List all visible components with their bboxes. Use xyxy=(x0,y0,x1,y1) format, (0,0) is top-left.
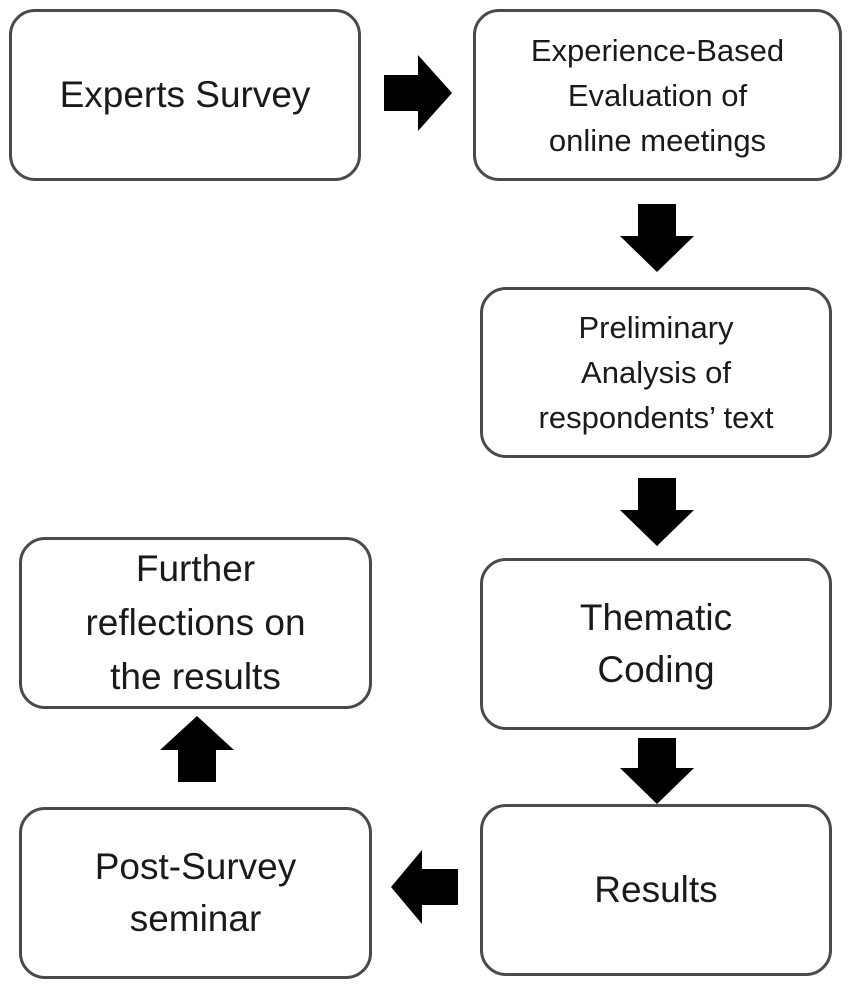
step-thematic-coding: Thematic Coding xyxy=(480,558,832,730)
step-further-reflections: Further reflections on the results xyxy=(19,537,372,709)
step-thematic-coding-label: Thematic Coding xyxy=(579,597,733,690)
step-results-label: Results xyxy=(594,869,718,910)
step-experts-survey: Experts Survey xyxy=(9,9,361,181)
step-further-reflections-label: Further reflections on the results xyxy=(85,548,306,697)
step-preliminary-analysis: Preliminary Analysis of respondents’ tex… xyxy=(480,287,832,458)
step-post-survey-seminar: Post-Survey seminar xyxy=(19,807,372,979)
step-experience-based-evaluation-label: Experience-Based Evaluation of online me… xyxy=(530,32,785,158)
arrow-down-icon xyxy=(620,204,694,272)
step-preliminary-analysis-label: Preliminary Analysis of respondents’ tex… xyxy=(538,310,774,435)
step-post-survey-seminar-label: Post-Survey seminar xyxy=(94,846,297,939)
arrow-down-icon xyxy=(620,738,694,804)
arrow-right-icon xyxy=(384,55,452,131)
step-experience-based-evaluation: Experience-Based Evaluation of online me… xyxy=(473,9,842,181)
step-results: Results xyxy=(480,804,832,976)
arrow-down-icon xyxy=(620,478,694,546)
arrow-up-icon xyxy=(160,716,234,782)
arrow-left-icon xyxy=(391,850,458,924)
step-experts-survey-label: Experts Survey xyxy=(59,74,311,115)
